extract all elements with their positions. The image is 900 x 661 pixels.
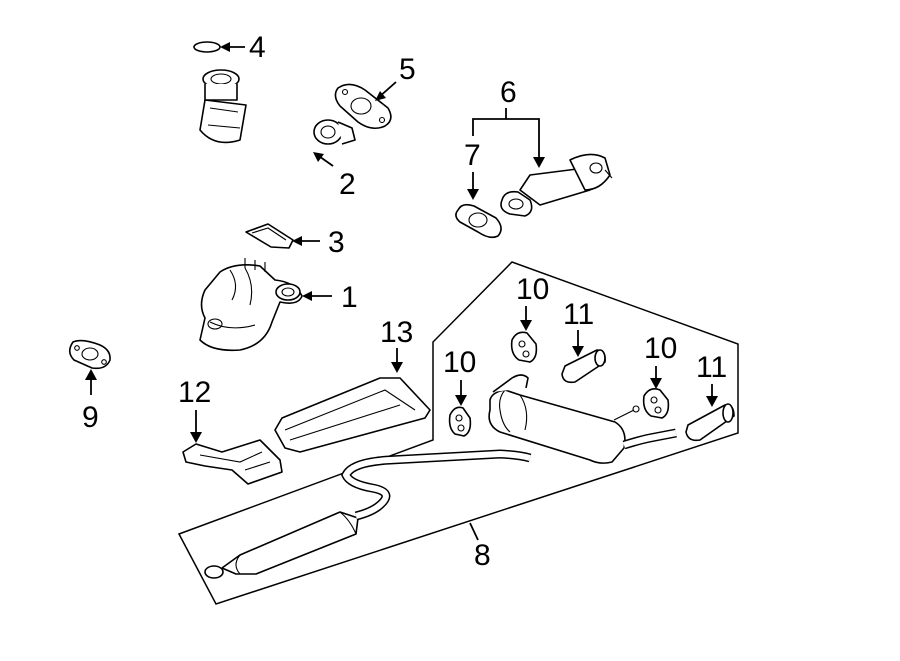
part-10-hanger-c: [642, 388, 670, 419]
part-1-manifold-converter: [199, 258, 303, 352]
part-9-gasket: [68, 339, 111, 370]
callout-1: 1: [302, 281, 358, 314]
callout-6: 6: [472, 76, 545, 168]
callout-11-a: 11: [563, 298, 594, 357]
svg-text:13: 13: [380, 316, 413, 349]
part-7-gasket: [455, 203, 502, 239]
part-8-exhaust-system: [204, 374, 677, 579]
callout-11-b: 11: [696, 351, 727, 407]
part-3-heat-shield: [245, 223, 294, 249]
svg-text:11: 11: [696, 351, 727, 384]
svg-text:10: 10: [443, 346, 476, 379]
svg-text:3: 3: [328, 226, 345, 259]
callout-9: 9: [82, 369, 99, 434]
callout-10-a: 10: [443, 346, 476, 406]
svg-text:10: 10: [516, 273, 549, 306]
svg-text:2: 2: [339, 168, 356, 201]
svg-text:9: 9: [82, 401, 99, 434]
svg-text:4: 4: [249, 31, 266, 64]
callout-12: 12: [178, 376, 211, 443]
callout-3: 3: [292, 226, 345, 259]
svg-text:6: 6: [500, 76, 517, 109]
part-13-heat-shield: [274, 377, 431, 453]
part-10-hanger-a: [448, 406, 472, 437]
callout-10-b: 10: [516, 273, 549, 331]
part-11-tip-b: [685, 403, 735, 442]
part-10-hanger-b: [510, 331, 538, 363]
callout-4: 4: [220, 31, 266, 64]
svg-text:5: 5: [399, 53, 416, 86]
part-6-rear-converter: [500, 153, 613, 217]
part-11-tip-a: [561, 349, 606, 384]
callout-2: 2: [313, 152, 356, 201]
callout-10-c: 10: [644, 332, 677, 389]
part-8-group-outline: [177, 261, 739, 605]
svg-text:1: 1: [341, 281, 358, 314]
svg-text:11: 11: [563, 298, 594, 331]
part-2-converter-pipe: [199, 69, 356, 180]
callout-13: 13: [380, 316, 413, 373]
svg-text:10: 10: [644, 332, 677, 365]
part-5-flange-gasket: [334, 83, 392, 130]
callout-8: 8: [469, 522, 491, 572]
svg-text:7: 7: [464, 139, 481, 172]
part-12-heat-shield: [182, 439, 283, 485]
svg-text:8: 8: [474, 539, 491, 572]
svg-text:12: 12: [178, 376, 211, 409]
callout-5: 5: [375, 53, 416, 101]
callout-7: 7: [464, 139, 481, 200]
part-4-gasket-ring: [193, 41, 221, 53]
